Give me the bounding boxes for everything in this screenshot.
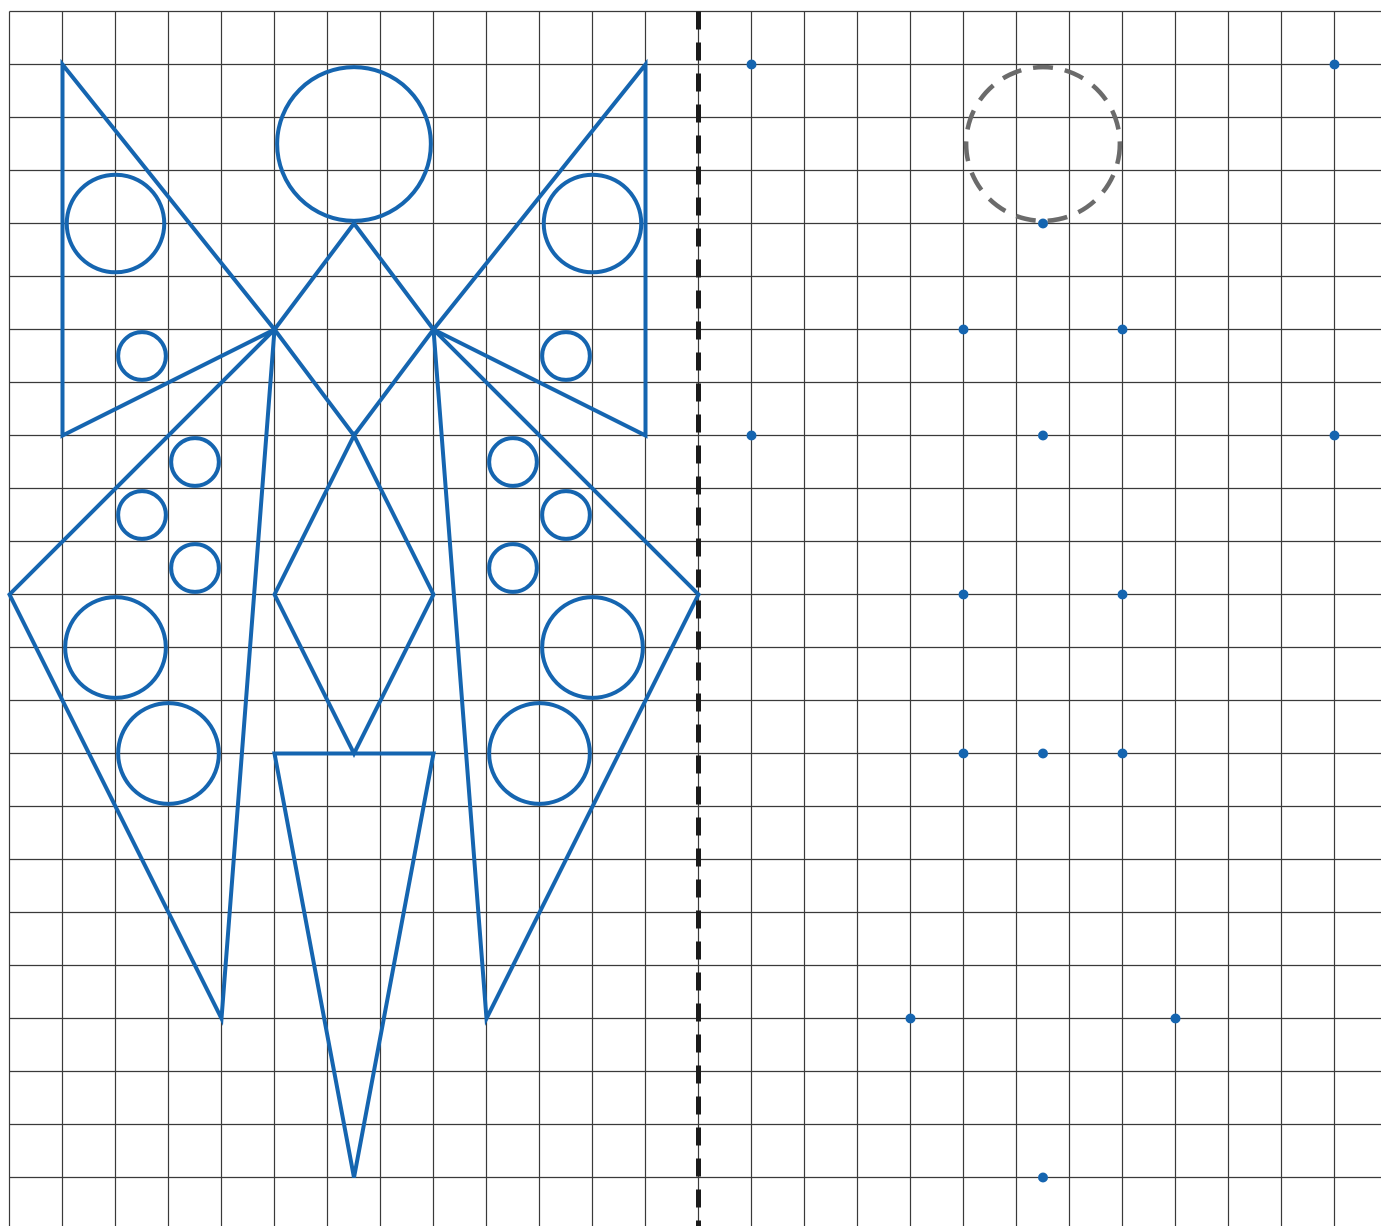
guide-point (959, 325, 969, 335)
guide-point (1171, 1014, 1181, 1024)
guide-point (1118, 325, 1128, 335)
guide-point (1038, 219, 1048, 229)
guide-point (1118, 590, 1128, 600)
left-wing-circle-small-top (118, 332, 166, 380)
left-spot-2 (118, 491, 166, 539)
guide-point (1038, 431, 1048, 441)
right-spot-2 (542, 491, 590, 539)
butterfly-drawing (10, 65, 699, 1178)
square-grid (10, 12, 1381, 1226)
guide-point (1330, 431, 1340, 441)
guide-point (906, 1014, 916, 1024)
right-wing-circle-small-top (542, 332, 590, 380)
right-spot-1 (489, 438, 537, 486)
guide-point (1118, 749, 1128, 759)
left-spot-1 (171, 438, 219, 486)
head-circle (277, 67, 431, 221)
guide-point (747, 60, 757, 70)
guide-point (1330, 60, 1340, 70)
guide-point (1038, 749, 1048, 759)
guide-point (1038, 1173, 1048, 1183)
guide-point (959, 590, 969, 600)
lower-left-wing (10, 330, 275, 1019)
hint-circle (966, 67, 1120, 221)
guide-point (747, 431, 757, 441)
lower-right-wing (434, 330, 699, 1019)
reflection-guide (747, 60, 1340, 1183)
left-spot-3 (171, 544, 219, 592)
right-spot-3 (489, 544, 537, 592)
guide-point (959, 749, 969, 759)
